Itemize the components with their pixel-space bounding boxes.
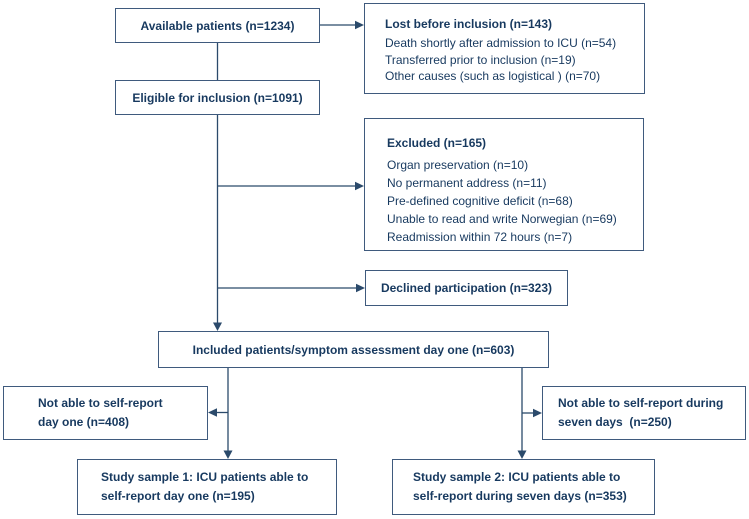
- arrowhead-notable1: [208, 408, 217, 417]
- not-able-self-report-seven-days-box: Not able to self-report during seven day…: [542, 386, 746, 440]
- arrowhead-notable2: [533, 408, 542, 418]
- study-sample-2-box: Study sample 2: ICU patients able to sel…: [392, 459, 655, 515]
- study-sample-2-line2: self-report during seven days (n=353): [413, 489, 627, 503]
- declined-participation-box: Declined participation (n=323): [365, 270, 568, 306]
- available-patients-label: Available patients (n=1234): [140, 18, 295, 33]
- arrowhead-excluded: [355, 181, 364, 191]
- excluded-item: Unable to read and write Norwegian (n=69…: [387, 212, 617, 226]
- study-sample-1-line1: Study sample 1: ICU patients able to: [101, 469, 309, 484]
- lost-before-inclusion-box: Lost before inclusion (n=143) Death shor…: [364, 3, 645, 94]
- not-able-day-one-line1: Not able to self-report: [38, 396, 163, 410]
- not-able-seven-days-line1: Not able to self-report during: [558, 396, 724, 410]
- excluded-box: Excluded (n=165) Organ preservation (n=1…: [364, 118, 644, 251]
- eligible-for-inclusion-label: Eligible for inclusion (n=1091): [132, 90, 303, 105]
- arrowhead-lost: [355, 20, 364, 30]
- excluded-item: Pre-defined cognitive deficit (n=68): [387, 194, 573, 208]
- declined-participation-label: Declined participation (n=323): [380, 281, 553, 295]
- lost-item: Other causes (such as logistical ) (n=70…: [385, 69, 601, 83]
- arrowhead-included: [213, 322, 222, 331]
- included-patients-label: Included patients/symptom assessment day…: [192, 342, 515, 357]
- lost-item: Death shortly after admission to ICU (n=…: [385, 36, 617, 50]
- not-able-seven-days-line2: seven days (n=250): [558, 415, 672, 429]
- excluded-item: No permanent address (n=11): [387, 176, 547, 190]
- arrowhead-sample1: [223, 450, 233, 459]
- study-sample-2-line1: Study sample 2: ICU patients able to: [413, 469, 621, 484]
- excluded-item: Organ preservation (n=10): [387, 158, 529, 172]
- lost-item: Transferred prior to inclusion (n=19): [385, 52, 576, 67]
- eligible-for-inclusion-box: Eligible for inclusion (n=1091): [115, 80, 320, 115]
- study-sample-1-line2: self-report day one (n=195): [101, 489, 255, 503]
- arrowhead-declined: [356, 283, 365, 293]
- arrowhead-sample2: [517, 450, 527, 459]
- excluded-item: Readmission within 72 hours (n=7): [387, 230, 573, 244]
- lost-before-inclusion-title: Lost before inclusion (n=143): [385, 17, 553, 31]
- included-patients-box: Included patients/symptom assessment day…: [158, 331, 549, 368]
- not-able-day-one-line2: day one (n=408): [38, 415, 130, 429]
- not-able-self-report-day-one-box: Not able to self-report day one (n=408): [3, 386, 208, 440]
- excluded-title: Excluded (n=165): [387, 136, 487, 150]
- available-patients-box: Available patients (n=1234): [115, 8, 320, 43]
- study-sample-1-box: Study sample 1: ICU patients able to sel…: [77, 459, 337, 515]
